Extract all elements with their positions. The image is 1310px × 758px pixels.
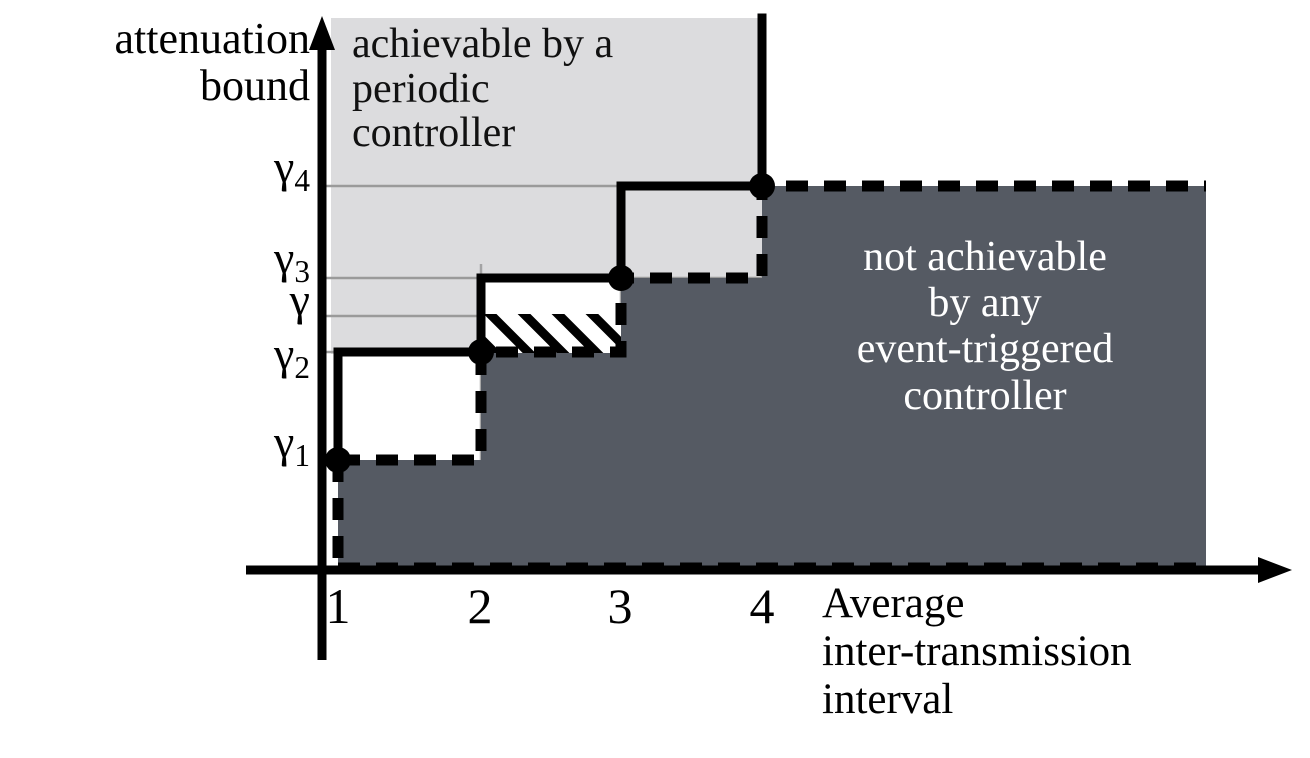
y-tick-label-gamma3: γ3 [274, 232, 310, 289]
curve-periodic-achievable [333, 13, 767, 465]
x-tick-label-1: 1 [325, 578, 351, 634]
x-tick-label-4: 4 [749, 578, 775, 634]
y-tick-label-gamma1: γ1 [274, 416, 310, 473]
x-axis-title: Average inter-transmission interval [822, 580, 1132, 724]
y-tick-label-gamma: γ [289, 274, 310, 325]
region-label-not-achievable: not achievable by any event-triggered co… [856, 234, 1114, 419]
x-axis-arrowhead [1258, 557, 1292, 583]
y-tick-label-gamma4: γ4 [274, 141, 310, 198]
region-achievable-periodic [331, 18, 762, 354]
axis-lines [246, 36, 1272, 660]
y-axis-title: attenuation bound [114, 14, 311, 110]
y-axis-arrowhead [309, 16, 335, 50]
y-tick-label-gamma2: γ2 [274, 328, 310, 385]
x-tick-label-2: 2 [467, 578, 493, 634]
region-not-achievable [338, 186, 1206, 568]
x-tick-label-3: 3 [607, 578, 633, 634]
region-label-achievable-periodic: achievable by a periodic controller [352, 21, 614, 157]
curve-vertex-markers [325, 173, 775, 473]
